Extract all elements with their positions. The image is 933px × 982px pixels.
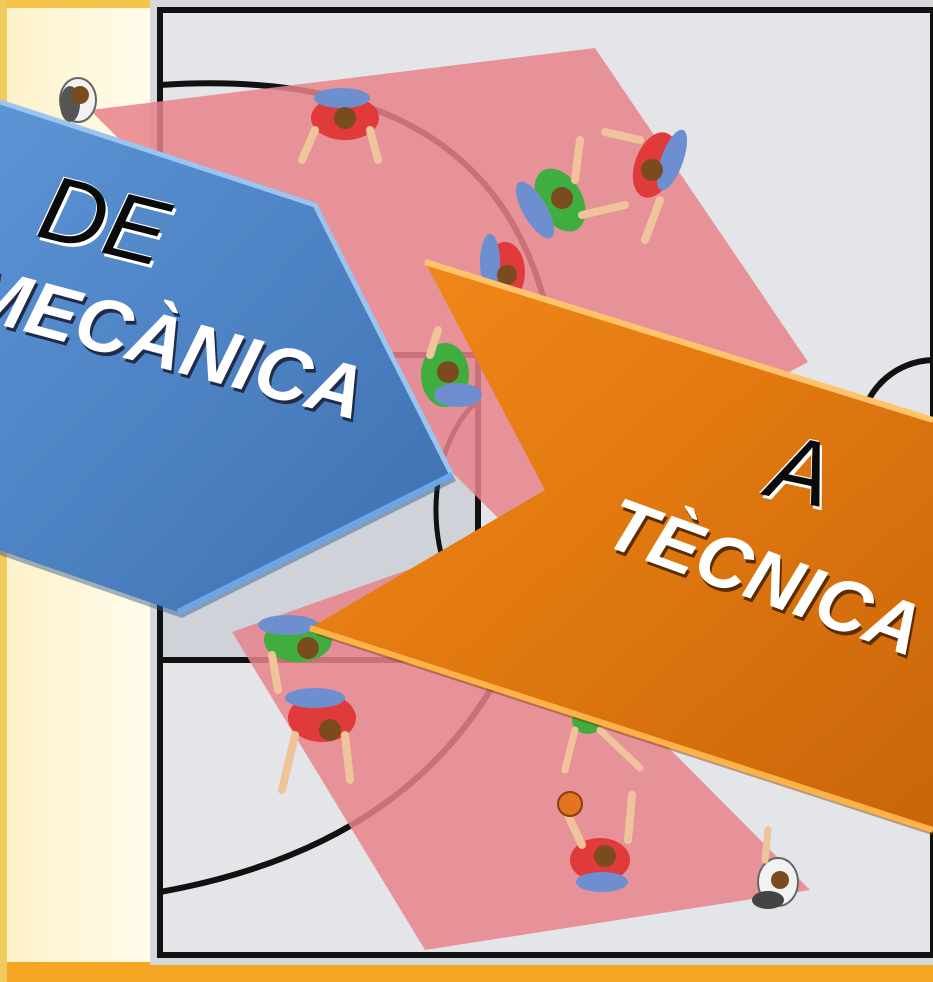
player-icon (421, 326, 482, 407)
mechanics-arrow-sign (0, 99, 456, 618)
player-icon (298, 88, 382, 164)
player-icon (752, 826, 799, 909)
player-icon (59, 77, 97, 123)
technique-arrow-sign (309, 259, 933, 836)
player-icon (278, 688, 356, 794)
bottom-border (0, 962, 933, 982)
player-icon (564, 791, 636, 892)
player-icon (515, 136, 629, 239)
player-icon (601, 128, 688, 244)
basketball-icon (557, 791, 583, 817)
